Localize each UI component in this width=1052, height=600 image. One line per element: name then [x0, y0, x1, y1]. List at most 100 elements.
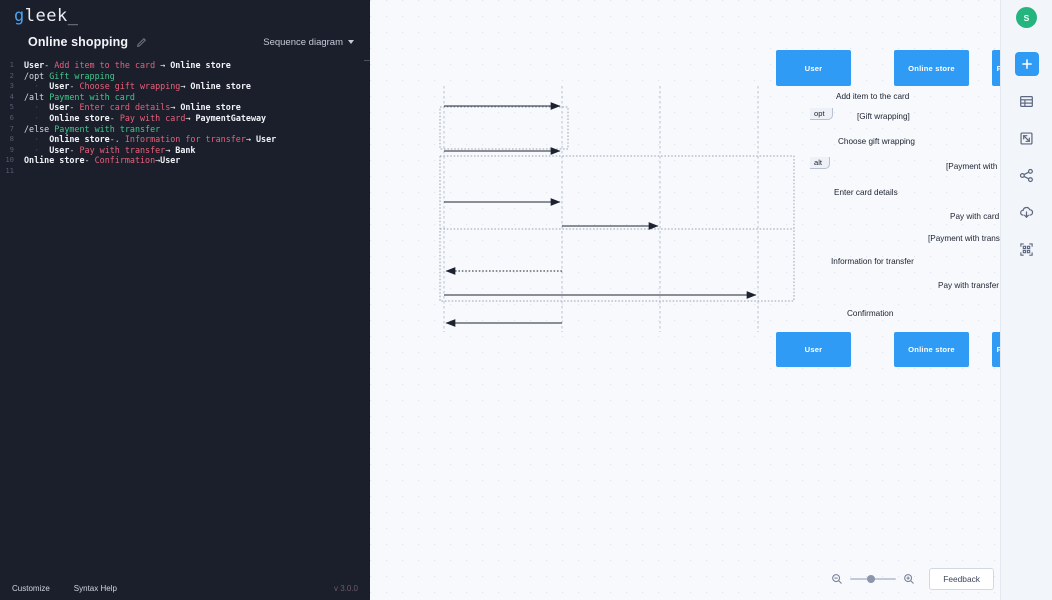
panel-resize-handle[interactable] — [364, 60, 370, 61]
message-label: Information for transfer — [831, 257, 914, 266]
message-label: Pay with card — [950, 212, 1000, 221]
code-token-dot: · — [24, 102, 50, 113]
syntax-help-link[interactable]: Syntax Help — [73, 583, 117, 593]
diagram-type-label: Sequence diagram — [263, 36, 343, 48]
line-number: 3 — [9, 81, 14, 91]
participant-box-top[interactable]: PaymentGateway — [992, 50, 1000, 86]
code-line[interactable]: 8 · Online store-. Information for trans… — [0, 134, 370, 145]
code-token-kw: - — [69, 81, 80, 92]
code-token-actor: User — [24, 60, 45, 70]
participant-box-bottom[interactable]: PaymentGateway — [992, 332, 1000, 367]
line-number: 8 — [9, 134, 14, 144]
line-number: 11 — [5, 165, 14, 175]
page-title: Online shopping — [28, 35, 129, 49]
cloud-save-button[interactable] — [1015, 200, 1039, 224]
code-token-arrow: → — [160, 60, 166, 70]
code-line-text: /else Payment with transfer — [24, 124, 160, 135]
code-token-dot: · — [24, 112, 50, 123]
zoom-slider[interactable] — [850, 575, 897, 583]
zoom-in-icon[interactable] — [903, 573, 915, 585]
avatar[interactable]: S — [1016, 7, 1037, 28]
code-token-kw: - — [69, 144, 80, 155]
code-token-actor: User — [49, 81, 70, 92]
code-token-kw: - — [109, 112, 120, 123]
message-label: Confirmation — [847, 309, 894, 318]
code-line[interactable]: 4/alt Payment with card — [0, 92, 370, 103]
pencil-icon[interactable] — [136, 37, 147, 48]
fragment-tag-label: opt — [814, 109, 825, 118]
logo-g: g — [14, 6, 25, 26]
code-line[interactable]: 3 · User- Choose gift wrapping→ Online s… — [0, 81, 370, 92]
feedback-button[interactable]: Feedback — [929, 568, 994, 590]
line-number: 5 — [9, 102, 14, 112]
code-line[interactable]: 2/opt Gift wrapping — [0, 71, 370, 82]
code-token-actor: Online store — [49, 112, 110, 123]
code-token-msg: Add item to the card — [54, 60, 161, 70]
editor-panel: gleek_ Online shopping Sequence diagram … — [0, 0, 370, 600]
zoom-slider-thumb[interactable] — [867, 575, 876, 583]
line-number: 2 — [9, 70, 14, 80]
participant-box-top[interactable]: Online store — [894, 50, 969, 86]
code-token-actor: User — [49, 144, 70, 155]
code-token-actor: Online store — [185, 81, 251, 92]
code-token-label: Gift wrapping — [49, 70, 115, 81]
code-token-dot: · — [24, 81, 50, 92]
participant-label: PaymentGateway — [996, 345, 1000, 354]
app-logo[interactable]: gleek_ — [14, 6, 78, 26]
diagram-type-dropdown[interactable]: Sequence diagram — [263, 37, 354, 48]
zoom-out-icon[interactable] — [831, 573, 843, 585]
code-token-kw: /opt — [24, 70, 50, 81]
fragment-condition: [Payment with transfer] — [928, 234, 1000, 243]
right-toolbar: S — [1000, 0, 1052, 600]
customize-link[interactable]: Customize — [12, 583, 50, 593]
code-line-text: /alt Payment with card — [24, 92, 135, 103]
code-token-actor: User — [250, 134, 277, 145]
code-token-actor: Online store — [175, 102, 241, 113]
code-token-actor: User — [160, 155, 181, 166]
qr-export-button[interactable] — [1015, 237, 1039, 261]
message-label: Pay with transfer — [938, 281, 999, 290]
code-token-arrow: → — [155, 155, 161, 166]
code-token-kw: - — [84, 155, 95, 166]
code-line[interactable]: 5 · User- Enter card details→ Online sto… — [0, 102, 370, 113]
code-token-arrow: → — [245, 134, 251, 145]
code-token-actor: User — [49, 102, 70, 113]
fragment-condition: [Gift wrapping] — [857, 112, 910, 121]
code-token-arrow: → — [170, 102, 176, 113]
participant-box-top[interactable]: User — [776, 50, 851, 86]
line-number: 7 — [9, 123, 14, 133]
fit-screen-button[interactable] — [1015, 126, 1039, 150]
templates-button[interactable] — [1015, 89, 1039, 113]
code-line-text: · Online store- Pay with card→ PaymentGa… — [24, 113, 266, 124]
code-line[interactable]: 7/else Payment with transfer — [0, 124, 370, 135]
code-line-text: · User- Choose gift wrapping→ Online sto… — [24, 81, 251, 92]
code-token-msg: Choose gift wrapping — [79, 81, 181, 92]
code-token-msg: Confirmation — [94, 155, 156, 166]
code-token-actor: Bank — [170, 144, 196, 155]
code-token-dot: · — [24, 134, 50, 145]
participant-label: User — [804, 345, 823, 354]
line-number: 9 — [9, 144, 14, 154]
code-line-text: User- Add item to the card → Online stor… — [24, 60, 231, 71]
chevron-down-icon — [348, 40, 354, 44]
code-line[interactable]: 6 · Online store- Pay with card→ Payment… — [0, 113, 370, 124]
code-line[interactable]: 11 — [0, 166, 370, 177]
code-token-msg: Enter card details — [79, 102, 171, 113]
diagram-canvas[interactable]: User Online store PaymentGateway Bank Us… — [370, 0, 1000, 600]
zoom-control[interactable] — [831, 573, 915, 585]
code-line[interactable]: 9 · User- Pay with transfer→ Bank — [0, 145, 370, 156]
code-token-kw: - — [44, 60, 55, 70]
canvas-bottom-bar: Feedback — [831, 568, 994, 590]
version-label: v 3.0.0 — [333, 583, 358, 593]
participant-box-bottom[interactable]: Online store — [894, 332, 969, 367]
participant-label: User — [804, 63, 823, 73]
share-button[interactable] — [1015, 163, 1039, 187]
logo-rest: leek — [24, 6, 68, 26]
participant-box-bottom[interactable]: User — [776, 332, 851, 367]
new-diagram-button[interactable] — [1014, 52, 1039, 76]
participant-label: PaymentGateway — [996, 63, 1000, 73]
